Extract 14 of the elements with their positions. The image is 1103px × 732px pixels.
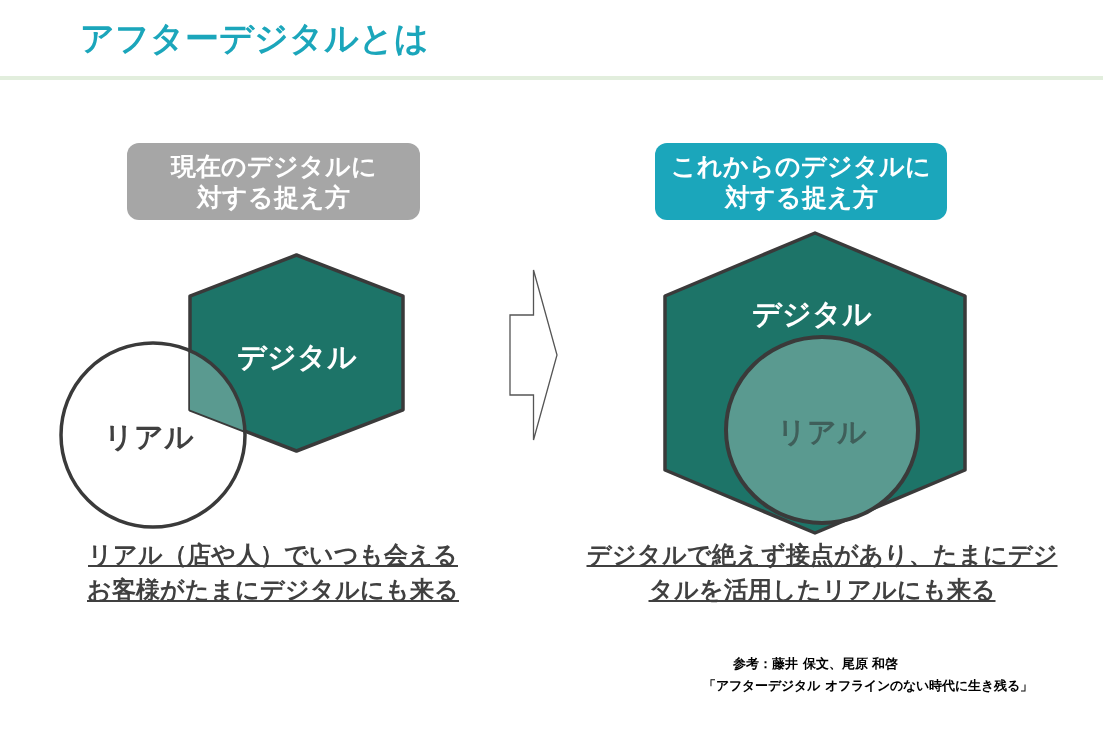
heading-badge [655,143,947,220]
node-label: リアル [103,418,196,455]
node-label: デジタル [751,295,873,333]
caption-text: リアル（店や人）でいつも会えるお客様がたまにデジタルにも来る [86,540,460,606]
reference-note: 「アフターデジタル オフラインのない時代に生き残る」 [703,677,1033,695]
heading-badge [127,143,420,220]
heading-text: 現在のデジタルに対する捉え方 [169,150,378,213]
block-arrow [509,269,558,441]
node-label: リアル [776,413,868,450]
reference-note: 参考：藤井 保文、尾原 和啓 [733,655,899,673]
node-label: デジタル [235,338,358,376]
caption-text: デジタルで絶えず接点があり、たまにデジタルを活用したリアルにも来る [585,540,1059,606]
heading-text: これからのデジタルに対する捉え方 [670,150,932,213]
page-title: アフターデジタルとは [80,17,429,60]
